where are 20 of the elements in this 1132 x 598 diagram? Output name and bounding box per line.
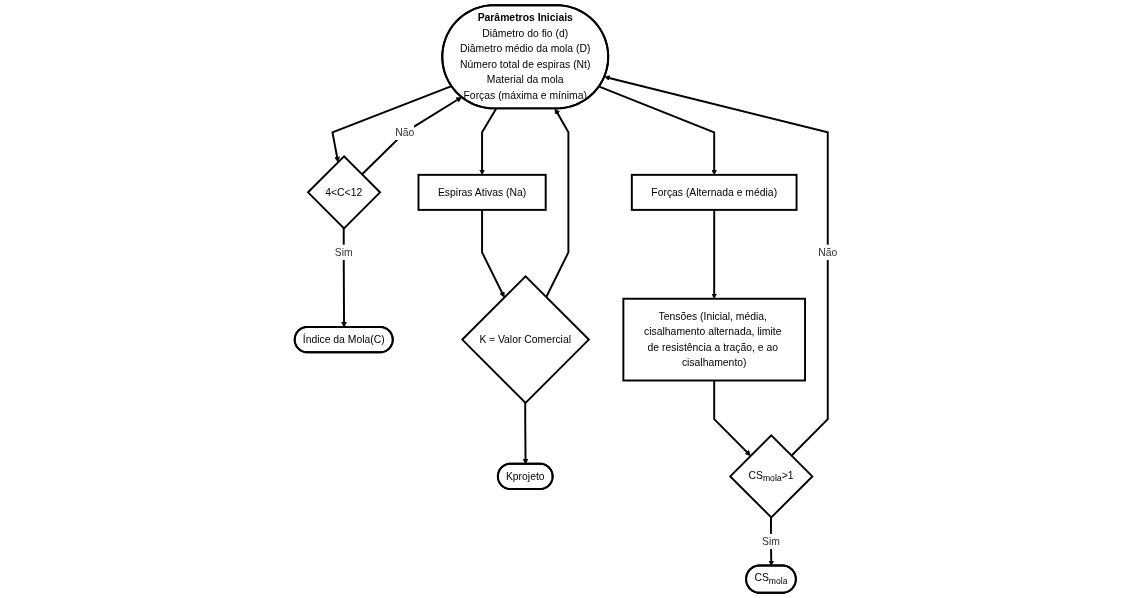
edge-label: Não — [395, 126, 415, 138]
arrow — [604, 75, 829, 457]
edge-label: Sim — [762, 535, 780, 547]
node-diamond: CS$_{mola}$>1 — [728, 433, 814, 519]
edge-label: Sim — [334, 246, 353, 258]
arrow — [522, 401, 529, 465]
arrow — [360, 96, 462, 176]
node-diamond: K ≈ Valor Comercial — [460, 275, 591, 405]
node-box: Tensões (Inicial, média, cisalhamento alternada, limite de resistência a tração, e ao cisalhamento) — [622, 297, 806, 382]
node-box: Espiras Ativas (Na) — [417, 173, 547, 211]
arrow — [479, 107, 498, 176]
arrow — [481, 208, 505, 298]
node-diamond: 4<C<12 — [306, 155, 382, 230]
arrow — [598, 85, 718, 176]
edge-label: Não — [818, 246, 838, 258]
node-box: Forças (Alternada e média) — [630, 173, 798, 211]
arrow — [545, 108, 570, 299]
arrow — [711, 208, 718, 299]
arrow — [341, 227, 347, 328]
arrow — [713, 379, 751, 456]
